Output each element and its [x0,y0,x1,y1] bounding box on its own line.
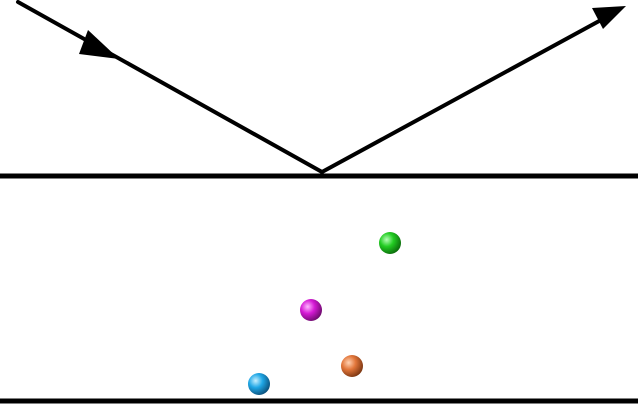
cyan-particle [248,373,270,395]
orange-particle [341,355,363,377]
magenta-particle [300,299,322,321]
green-particle [379,232,401,254]
reflected-ray [322,14,612,172]
incident-arrowhead-icon [79,30,119,59]
reflected-arrowhead-icon [592,6,626,29]
incident-ray [18,2,322,172]
